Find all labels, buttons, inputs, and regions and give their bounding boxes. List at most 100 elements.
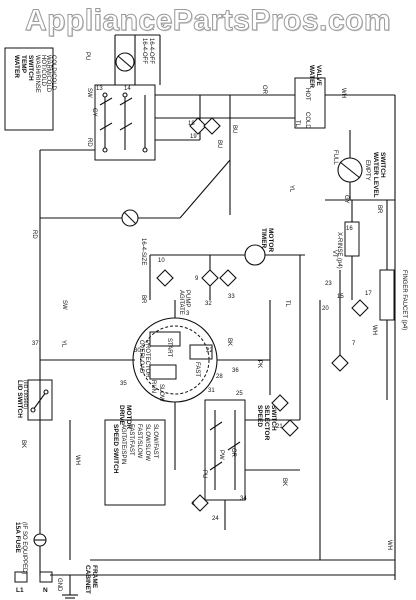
- wire-sw-2: SW: [61, 300, 67, 310]
- lid-switch: [27, 379, 53, 421]
- speed-selector-label-2: SELECTOR: [263, 405, 270, 441]
- water-temp-line-3: SWITCH: [27, 55, 34, 81]
- empty-label: EMPTY: [364, 160, 370, 181]
- wire-br-2: BR: [140, 295, 146, 304]
- watermark-text: AppliancePartsPros.com: [24, 4, 392, 38]
- terminal-23: 23: [325, 281, 332, 287]
- thermostat-label-a: 16-4-OFF: [141, 38, 147, 64]
- speed-selector-switch: [204, 399, 300, 530]
- water-level-switch: [325, 130, 395, 201]
- wire-yl-1: YL: [60, 340, 66, 348]
- terminal-15: 15: [337, 294, 344, 300]
- terminal-7: 7: [352, 341, 356, 347]
- wire-pk-1: PK: [256, 360, 262, 368]
- speed-selector-label: SPEED: [256, 405, 263, 427]
- full-label: FULL: [332, 150, 338, 165]
- wire-rd-2: RD: [86, 138, 92, 147]
- water-level-label-2: SWITCH: [379, 152, 386, 178]
- water-temp-switch: [94, 84, 156, 161]
- water-valve: [155, 77, 326, 215]
- wire-pu-1: PU: [201, 470, 207, 478]
- speed-switch-line-1: SPEED SWITCH: [112, 424, 119, 474]
- speed-selector-label-3: SWITCH: [270, 405, 277, 431]
- n-label: N: [43, 587, 48, 594]
- lower-contacts: [191, 255, 353, 560]
- terminal-16: 16: [346, 226, 353, 232]
- drive-motor: [40, 300, 270, 470]
- thermostat-label-b: 16-4-OFF: [148, 38, 154, 64]
- power-rails: [39, 94, 396, 580]
- wire-br-1: BR: [376, 205, 382, 214]
- terminal-19: 19: [190, 134, 197, 140]
- water-temp-line-1: WATER: [13, 55, 20, 78]
- wire-or-2: OR: [230, 448, 236, 458]
- wire-wh-1: WH: [74, 455, 80, 465]
- water-valve-label-2: VALVE: [315, 65, 322, 86]
- size-switch: [40, 159, 231, 227]
- terminal-10: 10: [158, 258, 165, 264]
- terminal-20: 20: [322, 306, 329, 312]
- terminal-1: 1: [192, 501, 196, 507]
- terminal-34: 34: [240, 496, 247, 502]
- water-temp-line-7: COLD/COLD: [50, 55, 56, 91]
- wire-bu-1: BU: [231, 125, 237, 133]
- wire-bk-2: BK: [226, 338, 232, 346]
- wire-gy-1: GY: [91, 108, 97, 117]
- water-level-label: WATER LEVEL: [372, 152, 379, 198]
- finger-faucet-block: [379, 200, 395, 400]
- wire-rd-1: RD: [31, 230, 37, 239]
- run-label: RUN: [150, 380, 156, 393]
- xrinse-block: [344, 200, 360, 270]
- terminal-11: 11: [148, 26, 155, 32]
- top-thermostat: [114, 34, 161, 85]
- terminal-17: 17: [365, 291, 372, 297]
- terminal-36: 36: [232, 368, 239, 374]
- water-temp-line-6: WARM/COLD: [45, 55, 51, 93]
- pump-label: AGITATE: [178, 290, 184, 315]
- lid-switch-sub: (lid closed): [22, 380, 28, 409]
- overload-label-2: PROTECTOR: [144, 340, 150, 378]
- speed-switch-line-6: SLOW/FAST: [152, 424, 158, 459]
- wire-vt-1: VT: [331, 250, 337, 258]
- terminal-24: 24: [212, 516, 219, 522]
- pump-label-2: PUMP: [184, 290, 190, 307]
- valve-cold-label: COLD: [304, 112, 310, 129]
- wire-yl-2: YL: [288, 185, 294, 193]
- terminal-28: 28: [216, 374, 223, 380]
- plug: [14, 571, 78, 599]
- fuse: [33, 533, 47, 547]
- wire-bk-1: BK: [20, 440, 26, 448]
- terminal-33: 33: [228, 294, 235, 300]
- terminal-35: 35: [120, 381, 127, 387]
- terminal-31: 31: [208, 388, 215, 394]
- xrinse-label: X-RINSE (p4): [336, 232, 342, 269]
- water-temp-line-5: HOT/COLD: [40, 55, 46, 87]
- timer-motor-label-2: MOTOR: [267, 228, 274, 252]
- terminal-32: 32: [205, 301, 212, 307]
- cabinet-label-2: FRAME: [91, 565, 98, 589]
- wire-tl-1: TL: [294, 120, 300, 128]
- wire-bk-3: BK: [281, 478, 287, 486]
- water-temp-line-2: TEMP: [20, 55, 27, 74]
- l1-label: L1: [16, 587, 24, 594]
- speed-switch-line-3: FAST/FAST: [128, 424, 134, 456]
- timer-motor-label: TIMER: [260, 228, 267, 249]
- speed-switch-line-2: AGITATE/SPIN: [120, 424, 126, 464]
- terminal-3: 3: [186, 311, 190, 317]
- terminal-14: 14: [124, 86, 131, 92]
- terminal-37: 37: [32, 341, 39, 347]
- gnd-label: GND: [56, 578, 62, 592]
- size-switch-label: 16-4-SIZE: [140, 238, 146, 265]
- terminal-30: 30: [134, 348, 141, 354]
- fuse-sub: (IF SO EQUIPPED): [21, 522, 27, 574]
- water-valve-label: WATER: [308, 65, 315, 88]
- cabinet-label: CABINET: [84, 565, 91, 594]
- speed-switch-line-5: SLOW/SLOW: [144, 424, 150, 461]
- wire-bu-2: BU: [216, 140, 222, 148]
- fuse-label: 15A FUSE: [14, 522, 21, 553]
- water-temp-legend-box: [4, 47, 54, 131]
- start-label: START: [166, 338, 172, 357]
- wire-wh-2: WH: [386, 540, 392, 550]
- slow-label: SLOW: [158, 384, 164, 402]
